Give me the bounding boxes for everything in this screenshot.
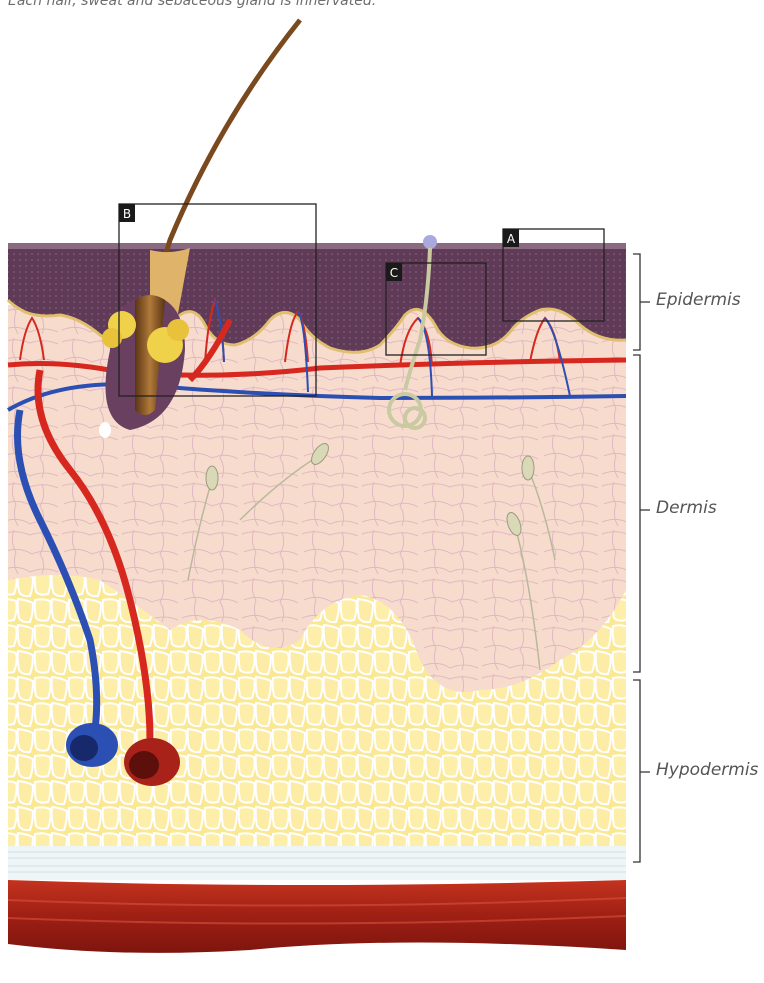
- hypodermis-bracket: [633, 680, 650, 862]
- dermis-label: Dermis: [656, 498, 717, 518]
- epidermis-bracket: [633, 254, 650, 350]
- callout-label-a: A: [507, 232, 516, 246]
- vein-coil: [66, 723, 118, 767]
- callout-label-b: B: [123, 207, 131, 221]
- callout-label-c: C: [390, 266, 398, 280]
- layer-brackets: [633, 254, 650, 862]
- dermis-bracket: [633, 355, 650, 672]
- receptor-corpuscle: [206, 466, 218, 490]
- hypodermis-label: Hypodermis: [656, 760, 758, 780]
- epidermis-label: Epidermis: [656, 290, 741, 310]
- receptor-corpuscle: [522, 456, 534, 480]
- muscle-layer: [8, 880, 626, 953]
- fascia-layer: [8, 846, 626, 880]
- stratum-corneum: [8, 243, 626, 249]
- artery-coil: [124, 738, 180, 786]
